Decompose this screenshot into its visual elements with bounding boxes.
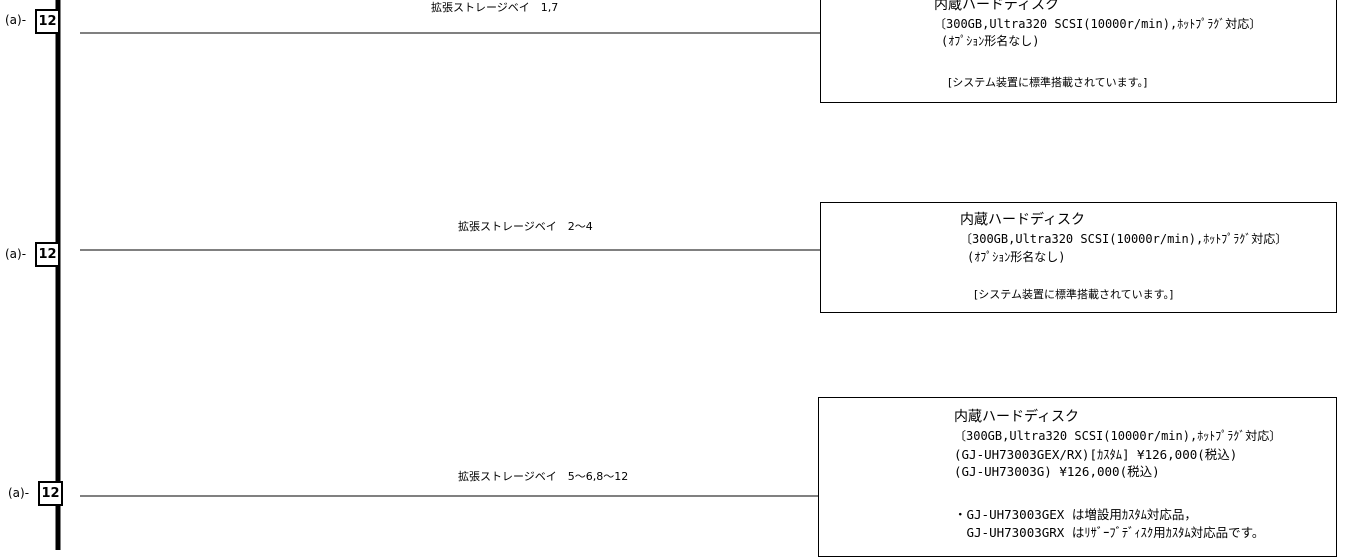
disk-note: [システム装置に標準搭載されています。] bbox=[974, 288, 1174, 301]
badge-12: 12 bbox=[38, 481, 63, 506]
badge-12: 12 bbox=[35, 9, 60, 34]
a-label: (a)- bbox=[5, 13, 27, 27]
disk-title: 内蔵ハードディスク bbox=[954, 409, 1080, 425]
bay-label: 拡張ストレージベイ 1,7 bbox=[431, 1, 559, 14]
bay-label: 拡張ストレージベイ 2～4 bbox=[458, 220, 593, 233]
a-label: (a)- bbox=[8, 486, 30, 500]
bay-label: 拡張ストレージベイ 5～6,8～12 bbox=[458, 470, 629, 483]
disk-option-line: (ｵﾌﾟｼｮﾝ形名なし) bbox=[967, 250, 1066, 264]
disk-box: 内蔵ハードディスク 〔300GB,Ultra320 SCSI(10000r/mi… bbox=[820, 0, 1337, 103]
disk-spec-line: 〔300GB,Ultra320 SCSI(10000r/min),ﾎｯﾄﾌﾟﾗｸ… bbox=[954, 429, 1282, 443]
disk-title: 内蔵ハードディスク bbox=[934, 0, 1060, 13]
a-label: (a)- bbox=[5, 247, 27, 261]
disk-box: 内蔵ハードディスク 〔300GB,Ultra320 SCSI(10000r/mi… bbox=[820, 202, 1337, 313]
disk-note-line: GJ-UH73003GRX はﾘｻﾞｰﾌﾞﾃﾞｨｽｸ用ｶｽﾀﾑ対応品です。 bbox=[954, 525, 1265, 540]
disk-option-line: (GJ-UH73003GEX/RX)[ｶｽﾀﾑ] ¥126,000(税込) bbox=[954, 447, 1238, 462]
disk-note: [システム装置に標準搭載されています。] bbox=[948, 76, 1148, 89]
disk-spec-line: 〔300GB,Ultra320 SCSI(10000r/min),ﾎｯﾄﾌﾟﾗｸ… bbox=[934, 17, 1262, 31]
disk-note-line: ・GJ-UH73003GEX は増設用ｶｽﾀﾑ対応品， bbox=[954, 507, 1197, 522]
disk-box: 内蔵ハードディスク 〔300GB,Ultra320 SCSI(10000r/mi… bbox=[818, 397, 1337, 557]
disk-option-line: (GJ-UH73003G) ¥126,000(税込) bbox=[954, 464, 1160, 479]
disk-title: 内蔵ハードディスク bbox=[960, 212, 1086, 228]
disk-option-line: (ｵﾌﾟｼｮﾝ形名なし) bbox=[941, 34, 1040, 48]
badge-12: 12 bbox=[35, 242, 60, 267]
disk-spec-line: 〔300GB,Ultra320 SCSI(10000r/min),ﾎｯﾄﾌﾟﾗｸ… bbox=[960, 232, 1288, 246]
